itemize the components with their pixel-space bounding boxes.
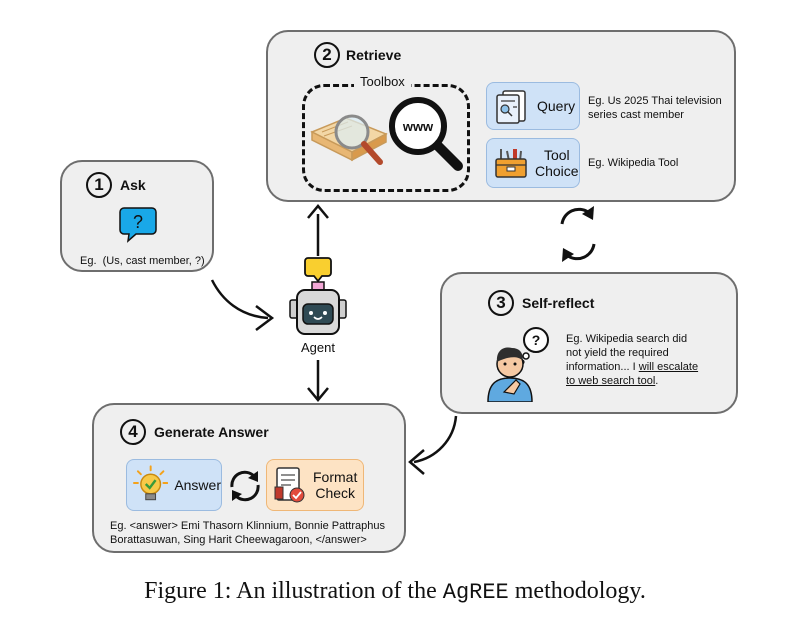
web-search-icon: www <box>389 97 463 171</box>
generate-example-line2: Borattasuwan, Sing Harit Cheewagaroon, <… <box>110 534 367 546</box>
document-stamp-icon <box>274 467 305 503</box>
self-reflect-line3: information... I <box>566 361 639 373</box>
step-number-1: 1 <box>86 172 112 198</box>
caption-suffix: methodology. <box>508 578 646 604</box>
toolbox-icon <box>495 149 527 178</box>
format-label-line2: Check <box>315 485 356 501</box>
generate-answer-panel: 4 Generate Answer Answer <box>92 403 406 553</box>
format-check-tile: Format Check <box>266 459 364 511</box>
self-reflect-panel: 3 Self-reflect ? Eg. Wikipedia search di… <box>440 272 738 414</box>
generate-example: Eg. <answer> Emi Thasorn Klinnium, Bonni… <box>110 519 402 547</box>
tool-choice-label-line1: Tool <box>543 147 570 163</box>
retrieve-reflect-cycle-icon <box>560 206 596 262</box>
tool-choice-label: Tool Choice <box>535 147 579 179</box>
lightbulb-icon <box>133 465 169 501</box>
generate-title: Generate Answer <box>154 424 269 440</box>
step-number-2: 2 <box>314 42 340 68</box>
self-reflect-escalate: will escalate <box>638 361 699 373</box>
www-label: www <box>402 119 434 134</box>
query-example: Eg. Us 2025 Thai television series cast … <box>588 95 722 121</box>
generate-example-line1: Eg. <answer> Emi Thasorn Klinnium, Bonni… <box>110 520 385 532</box>
self-reflect-title: Self-reflect <box>522 295 595 311</box>
self-reflect-text: Eg. Wikipedia search did not yield the r… <box>566 332 730 388</box>
step-number-3: 3 <box>488 290 514 316</box>
ask-to-agent-arrow <box>210 279 269 320</box>
caption-prefix: Figure 1: An illustration of the <box>144 578 443 604</box>
book-magnifier-icon <box>310 114 388 165</box>
step-number-4: 4 <box>120 419 146 445</box>
question-bubble-icon: ? <box>119 207 157 243</box>
query-label: Query <box>537 98 576 114</box>
figure-caption: Figure 1: An illustration of the AgREE m… <box>0 578 790 605</box>
tool-choice-tile: Tool Choice <box>486 138 580 188</box>
format-check-label: Format Check <box>313 469 357 501</box>
retrieve-panel: 2 Retrieve Toolbox www Query Eg. Us 2025… <box>266 30 736 202</box>
self-reflect-period: . <box>655 375 659 387</box>
retrieve-title: Retrieve <box>346 47 402 63</box>
bubble-question-mark: ? <box>133 212 143 232</box>
query-tile: Query <box>486 82 580 130</box>
caption-method: AgREE <box>442 580 509 605</box>
self-reflect-line1: Eg. Wikipedia search did <box>566 333 688 345</box>
ask-title: Ask <box>120 177 146 193</box>
reflect-to-generate-arrow <box>413 415 458 464</box>
thinking-person-icon: ? <box>487 327 549 402</box>
ask-example: Eg. (Us, cast member, ?) <box>80 255 205 267</box>
tool-choice-label-line2: Choice <box>535 163 579 179</box>
iterate-loop-icon <box>230 470 260 502</box>
query-document-icon <box>496 90 526 124</box>
svg-text:?: ? <box>532 332 541 348</box>
format-label-line1: Format <box>313 469 358 485</box>
agent-robot-icon <box>289 257 347 335</box>
self-reflect-web-tool: to web search tool <box>566 375 656 387</box>
self-reflect-line2: not yield the required <box>566 347 669 359</box>
agent-label: Agent <box>301 340 335 355</box>
answer-tile: Answer <box>126 459 222 511</box>
toolbox-label: Toolbox <box>354 74 411 89</box>
ask-panel: 1 Ask ? Eg. (Us, cast member, ?) <box>60 160 214 272</box>
tool-example: Eg. Wikipedia Tool <box>588 157 679 169</box>
answer-label: Answer <box>174 477 221 493</box>
